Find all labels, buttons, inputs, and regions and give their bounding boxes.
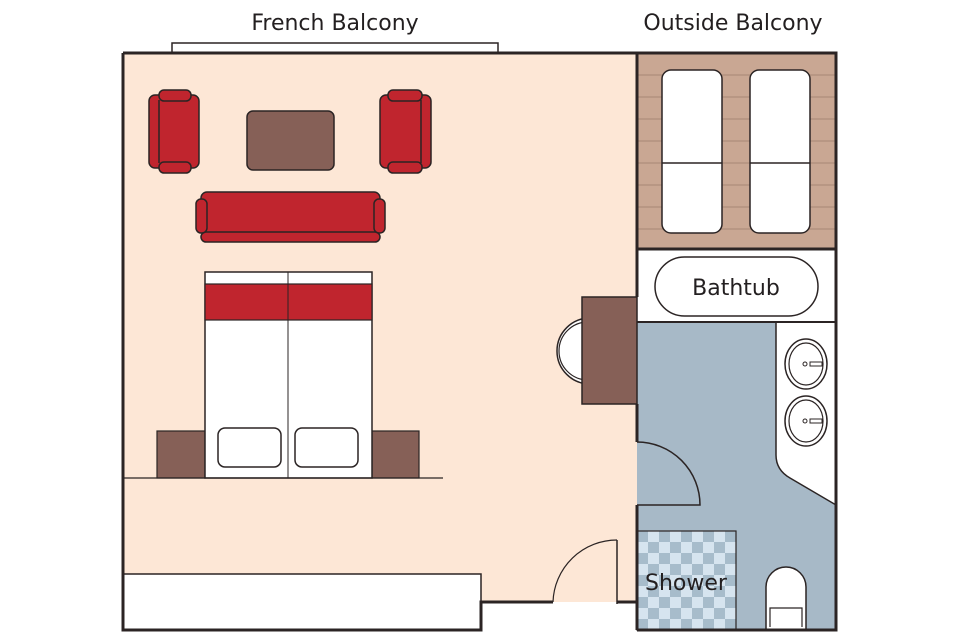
sun-lounger xyxy=(749,69,811,234)
outside-balcony xyxy=(637,53,836,249)
sink xyxy=(784,338,828,390)
toilet xyxy=(765,566,807,630)
coffee-table xyxy=(246,110,335,171)
bathroom-door[interactable] xyxy=(636,441,701,506)
sofa xyxy=(195,191,386,243)
french-balcony-label: French Balcony xyxy=(251,11,418,36)
armchair xyxy=(379,89,432,174)
wardrobe xyxy=(122,573,482,631)
pillow xyxy=(294,427,359,468)
nightstand xyxy=(156,430,206,479)
bathtub xyxy=(654,256,819,317)
sink xyxy=(784,395,828,447)
outside-balcony-label: Outside Balcony xyxy=(643,11,822,36)
entrance-door[interactable] xyxy=(552,539,618,603)
pillow xyxy=(217,427,282,468)
shower-label: Shower xyxy=(645,571,728,596)
desk xyxy=(581,296,638,405)
sun-lounger xyxy=(661,69,723,234)
bathtub-label: Bathtub xyxy=(692,276,780,301)
bed xyxy=(204,271,373,479)
armchair xyxy=(148,89,200,174)
nightstand xyxy=(371,430,420,479)
walls xyxy=(121,51,838,632)
